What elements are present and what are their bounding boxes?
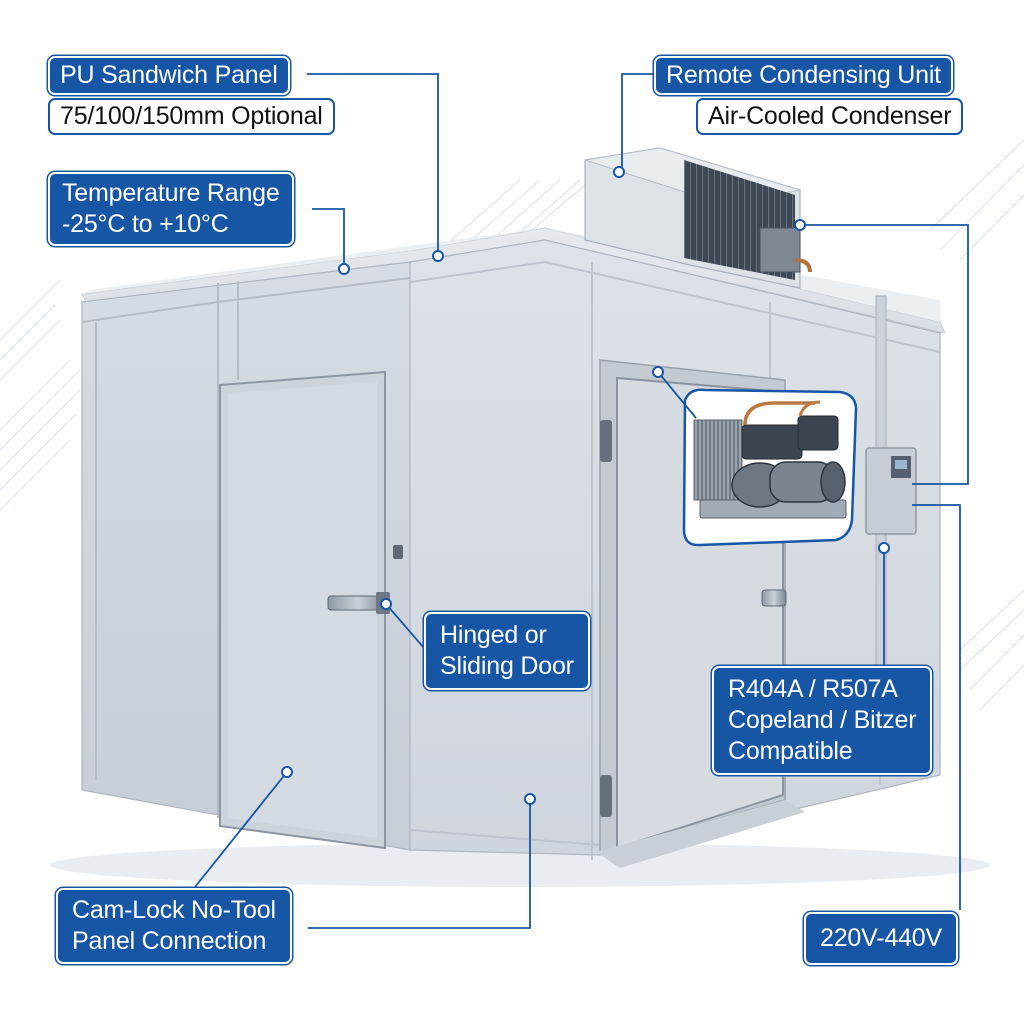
camlock-callout: Cam-Lock No-Tool Panel Connection [56, 888, 292, 964]
voltage-callout: 220V-440V [804, 912, 958, 965]
door-callout-line1: Hinged or [440, 621, 547, 649]
compressor-unit-inset [682, 388, 858, 547]
floor-shadow [50, 843, 990, 887]
drain-pipe [875, 295, 887, 777]
condenser-callout-title: Remote Condensing Unit [654, 56, 953, 95]
control-box [865, 447, 917, 535]
front-panel-seams [81, 277, 411, 818]
door-callout-line2: Sliding Door [440, 652, 574, 680]
panel-callout-detail: 75/100/150mm Optional [48, 98, 335, 135]
panel-callout-title: PU Sandwich Panel [48, 56, 290, 95]
camlock-callout-line1: Cam-Lock No-Tool [72, 896, 276, 924]
refrigerant-callout-line2: Copeland / Bitzer [728, 706, 917, 734]
refrigerant-callout-line3: Compatible [728, 737, 853, 765]
door-hinge [600, 775, 612, 817]
refrigerant-callout: R404A / R507A Copeland / Bitzer Compatib… [712, 666, 933, 775]
door-handle [761, 589, 787, 607]
temperature-callout: Temperature Range -25°C to +10°C [48, 172, 294, 246]
door-threshold [596, 800, 805, 868]
door-callout: Hinged or Sliding Door [424, 612, 590, 690]
left-door [219, 370, 403, 850]
condenser-callout-detail: Air-Cooled Condenser [696, 98, 964, 135]
refrigerant-callout-line1: R404A / R507A [728, 675, 898, 703]
callout-leaders [194, 73, 969, 929]
condensing-unit [584, 147, 812, 289]
temperature-callout-line2: -25°C to +10°C [62, 210, 229, 238]
camlock-callout-line2: Panel Connection [72, 927, 267, 955]
callout-dots [281, 166, 890, 805]
door-hinge [600, 420, 612, 462]
door-switch [393, 545, 403, 559]
temperature-callout-line1: Temperature Range [62, 179, 280, 207]
